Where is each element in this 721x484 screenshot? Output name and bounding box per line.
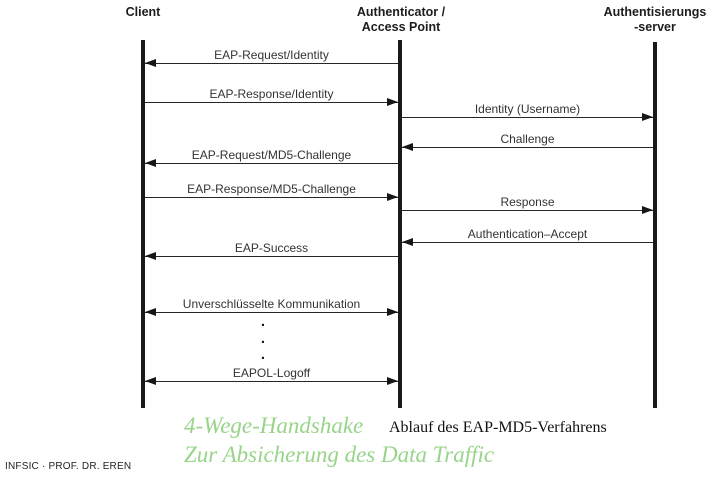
message-label: Identity (Username) [474, 102, 581, 116]
message-arrow-eap-response-md5-challenge: EAP-Response/MD5-Challenge [145, 182, 398, 201]
arrowhead-right-icon [387, 192, 398, 201]
message-arrow-identity-username: Identity (Username) [402, 102, 653, 121]
lifeline-client [141, 40, 145, 408]
message-label: Unverschlüsselte Kommunikation [182, 297, 361, 311]
message-arrow-response: Response [402, 195, 653, 214]
arrowhead-right-icon [387, 307, 398, 316]
actor-header-authserver: Authentisierungs -server [580, 5, 721, 35]
message-label: Challenge [500, 132, 555, 146]
message-label: EAP-Request/Identity [214, 48, 329, 62]
annotation-line2: Zur Absicherung des Data Traffic [184, 441, 495, 467]
arrowhead-right-icon [387, 376, 398, 385]
actor-title: Authenticator / [356, 5, 446, 19]
arrowhead-right-icon [642, 205, 653, 214]
diagram-caption: Ablauf des EAP-MD5-Verfahrens [389, 419, 607, 436]
message-label: EAP-Success [234, 241, 309, 255]
arrowhead-left-icon [145, 307, 156, 316]
message-label: EAP-Response/MD5-Challenge [187, 182, 356, 196]
message-label: Response [500, 195, 555, 209]
message-arrow-eap-success: EAP-Success [145, 241, 398, 260]
lifeline-authenticator [398, 40, 402, 408]
actor-header-authenticator: Authenticator / Access Point [326, 5, 476, 35]
message-label: EAPOL-Logoff [232, 366, 311, 380]
message-arrow-authentication-accept: Authentication–Accept [402, 227, 653, 246]
annotation-line1: 4-Wege-Handshake [184, 413, 364, 438]
arrowhead-left-icon [402, 142, 413, 151]
footer-credit: INFSIC · PROF. DR. EREN [5, 461, 132, 472]
message-label: Authentication–Accept [467, 227, 588, 241]
ellipsis-dot: . [260, 346, 266, 363]
arrowhead-left-icon [145, 376, 156, 385]
message-arrow-eap-request-md5-challenge: EAP-Request/MD5-Challenge [145, 148, 398, 167]
arrowhead-left-icon [145, 158, 156, 167]
arrowhead-left-icon [145, 58, 156, 67]
actor-title-line2: -server [634, 20, 676, 34]
message-arrow-eap-request-identity: EAP-Request/Identity [145, 48, 398, 67]
ellipsis-dot: . [260, 329, 266, 347]
arrowhead-right-icon [387, 97, 398, 106]
ellipsis-dot: . [260, 313, 266, 330]
ellipsis-dots: . . . [259, 313, 267, 367]
message-arrow-eapol-logoff: EAPOL-Logoff [145, 366, 398, 385]
message-arrow-challenge: Challenge [402, 132, 653, 151]
arrowhead-left-icon [402, 237, 413, 246]
lifeline-authserver [653, 42, 657, 408]
message-label: EAP-Response/Identity [209, 87, 334, 101]
actor-header-client: Client [68, 5, 218, 20]
annotation-green-note: 4-Wege-Handshake Zur Absicherung des Dat… [184, 412, 494, 469]
message-label: EAP-Request/MD5-Challenge [191, 148, 352, 162]
actor-title: Client [125, 5, 161, 19]
message-arrow-eap-response-identity: EAP-Response/Identity [145, 87, 398, 106]
message-arrow-unencrypted-communication: Unverschlüsselte Kommunikation [145, 297, 398, 316]
arrowhead-right-icon [642, 112, 653, 121]
arrowhead-left-icon [145, 251, 156, 260]
actor-title: Authentisierungs [603, 5, 707, 19]
actor-title-line2: Access Point [361, 20, 441, 34]
